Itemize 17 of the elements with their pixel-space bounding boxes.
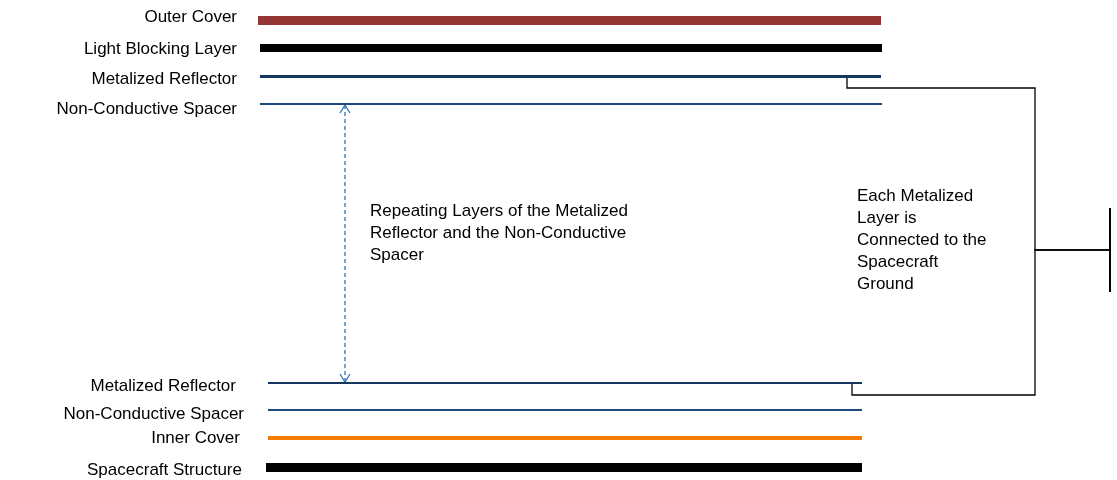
note-text: Each Metalized Layer is Connected to the Spacecraft Ground bbox=[857, 185, 988, 295]
layer-bar bbox=[258, 15, 881, 25]
layer-name: Non-Conductive Spacer bbox=[56, 99, 237, 119]
layer-bar bbox=[260, 74, 881, 78]
ground-wire bbox=[851, 249, 1110, 396]
layer-name: Spacecraft Structure bbox=[87, 460, 242, 480]
layer-name: Light Blocking Layer bbox=[83, 39, 237, 59]
layer-name: Inner Cover bbox=[151, 428, 240, 448]
dimension-arrow bbox=[339, 104, 351, 383]
layer-name: Outer Cover bbox=[144, 7, 237, 27]
layer-name: Non-Conductive Spacer bbox=[63, 404, 244, 424]
layer-bar bbox=[268, 436, 862, 440]
layer-name: Metalized Reflector bbox=[90, 376, 236, 396]
layer-bar bbox=[260, 44, 882, 52]
layer-name: Metalized Reflector bbox=[91, 69, 237, 89]
layer-bar bbox=[266, 462, 862, 472]
note-text: Repeating Layers of the Metalized Reflector and the Non-Conductive Spacer bbox=[370, 200, 629, 266]
